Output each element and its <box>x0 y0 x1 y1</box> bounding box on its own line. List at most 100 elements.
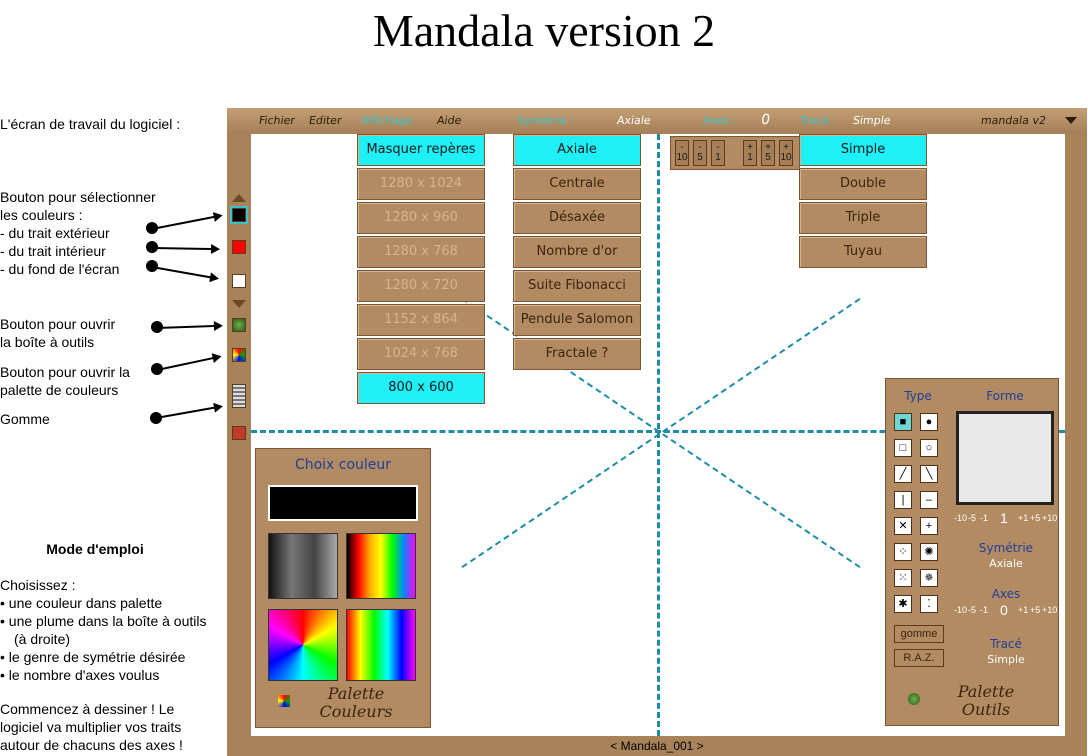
outer-stroke-color-button[interactable] <box>230 206 248 224</box>
symetrie-item[interactable]: Suite Fibonacci <box>513 270 641 302</box>
palette-couleurs-line1[interactable]: Palette <box>327 684 385 703</box>
clear-icon[interactable] <box>232 426 246 440</box>
brush-spray-star-icon[interactable]: ✺ <box>920 543 938 561</box>
page-title: Mandala version 2 <box>372 5 716 56</box>
menu-aide[interactable]: Aide <box>436 114 463 127</box>
brush-backslash-icon[interactable]: ╲ <box>920 465 938 483</box>
menu-symetrie[interactable]: Symétrie : <box>516 114 575 127</box>
affichage-item[interactable]: Masquer repères <box>357 134 485 166</box>
brush-plus-icon[interactable]: + <box>920 517 938 535</box>
brush-cross-icon[interactable]: ✕ <box>894 517 912 535</box>
symetrie-item[interactable]: Désaxée <box>513 202 641 234</box>
axes-step-minus-1[interactable]: -1 <box>980 605 989 615</box>
extended-swatches[interactable] <box>268 609 338 681</box>
howto-item: une plume dans la boîte à outils (à droi… <box>0 612 220 648</box>
symetrie-item[interactable]: Axiale <box>513 134 641 166</box>
howto-item: le genre de symétrie désirée <box>0 648 220 666</box>
brush-grid-icon[interactable]: ⁚ <box>920 595 938 613</box>
brush-star-icon[interactable]: ✱ <box>894 595 912 613</box>
symetrie-item[interactable]: Pendule Salomon <box>513 304 641 336</box>
axes-step-plus-5[interactable]: +5 <box>1030 605 1041 615</box>
brush-square-fill-icon[interactable]: ■ <box>894 413 912 431</box>
trace-item[interactable]: Triple <box>799 202 927 234</box>
affichage-item[interactable]: 1280 x 1024 <box>357 168 485 200</box>
affichage-item[interactable]: 1280 x 768 <box>357 236 485 268</box>
palette-couleurs-line2[interactable]: Couleurs <box>319 702 393 721</box>
brush-square-icon[interactable]: □ <box>894 439 912 457</box>
chevron-down-icon[interactable] <box>232 300 246 308</box>
spectrum-picker[interactable] <box>346 609 416 681</box>
palette-outils-line2[interactable]: Outils <box>961 700 1011 719</box>
type-title: Type <box>904 389 932 403</box>
affichage-item[interactable]: 1152 x 864 <box>357 304 485 336</box>
annotation-colors-bg: - du fond de l'écran <box>0 261 120 277</box>
background-color-button[interactable] <box>232 274 246 288</box>
affichage-item[interactable]: 1280 x 720 <box>357 270 485 302</box>
inner-stroke-color-button[interactable] <box>232 240 246 254</box>
howto-intro: Choisissez : <box>0 577 76 593</box>
axes-step-plus-10[interactable]: +10 <box>1042 605 1058 615</box>
size-minus-1[interactable]: -1 <box>980 513 989 523</box>
raz-button[interactable]: R.A.Z. <box>894 649 944 667</box>
status-text[interactable]: < Mandala_001 > <box>610 739 704 753</box>
chevron-up-icon[interactable] <box>232 194 246 202</box>
axes-step-minus-10[interactable]: -10 <box>954 605 968 615</box>
palette-icon[interactable] <box>232 348 246 362</box>
size-plus-1[interactable]: +1 <box>1018 513 1029 523</box>
menu-affichage[interactable]: Affichage <box>360 114 414 127</box>
tool-symetrie-label[interactable]: Symétrie <box>978 541 1034 555</box>
symetrie-item[interactable]: Nombre d'or <box>513 236 641 268</box>
axes-minus-1[interactable]: -1 <box>711 140 725 166</box>
axes-current: 0 <box>759 112 772 128</box>
axes-plus-10[interactable]: +10 <box>779 140 793 166</box>
size-minus-5[interactable]: -5 <box>968 513 977 523</box>
axes-plus-5[interactable]: +5 <box>761 140 775 166</box>
trace-item[interactable]: Simple <box>799 134 927 166</box>
gomme-button[interactable]: gomme <box>894 625 944 643</box>
brush-vertical-icon[interactable]: | <box>894 491 912 509</box>
brush-circle-icon[interactable]: ○ <box>920 439 938 457</box>
axes-step-minus-5[interactable]: -5 <box>968 605 977 615</box>
chevron-down-icon[interactable] <box>1065 117 1077 124</box>
brush-slash-icon[interactable]: ╱ <box>894 465 912 483</box>
affichage-item[interactable]: 800 x 600 <box>357 372 485 404</box>
affichage-item[interactable]: 1280 x 960 <box>357 202 485 234</box>
brush-circle-fill-icon[interactable]: ● <box>920 413 938 431</box>
menu-fichier[interactable]: Fichier <box>258 114 296 127</box>
forme-title: Forme <box>986 389 1024 403</box>
howto-list: une couleur dans palette une plume dans … <box>0 594 220 684</box>
trace-item[interactable]: Tuyau <box>799 236 927 268</box>
app-window: Fichier Editer Affichage Aide Symétrie :… <box>227 108 1087 756</box>
gray-swatches[interactable] <box>268 533 338 599</box>
annotation-palette-2: palette de couleurs <box>0 382 119 398</box>
howto-item: le nombre d'axes voulus <box>0 666 220 684</box>
axes-minus-5[interactable]: -5 <box>693 140 707 166</box>
annotation-palette-1: Bouton pour ouvrir la <box>0 364 130 380</box>
trace-item[interactable]: Double <box>799 168 927 200</box>
basic-swatches[interactable] <box>346 533 416 599</box>
eraser-icon[interactable] <box>232 384 246 408</box>
howto: Mode d'emploi Choisissez : une couleur d… <box>0 540 220 754</box>
symetrie-item[interactable]: Centrale <box>513 168 641 200</box>
toolbox-icon[interactable] <box>232 318 246 332</box>
axes-plus-1[interactable]: +1 <box>743 140 757 166</box>
palette-outils-line1[interactable]: Palette <box>957 682 1015 701</box>
tool-trace-label[interactable]: Tracé <box>990 637 1022 651</box>
brush-horizontal-icon[interactable]: – <box>920 491 938 509</box>
axes-popup: -10 -5 -1 +1 +5 +10 <box>670 136 800 170</box>
brush-spray-icon[interactable]: ⁘ <box>894 543 912 561</box>
menu-trace[interactable]: Tracé : <box>799 114 838 127</box>
menu-axes[interactable]: Axes : <box>702 114 738 127</box>
axes-step-plus-1[interactable]: +1 <box>1018 605 1029 615</box>
pointer-arrow <box>151 247 219 251</box>
right-border <box>1065 134 1087 736</box>
affichage-item[interactable]: 1024 x 768 <box>357 338 485 370</box>
size-plus-5[interactable]: +5 <box>1030 513 1041 523</box>
brush-dots-icon[interactable]: ⁙ <box>894 569 912 587</box>
axes-minus-10[interactable]: -10 <box>675 140 689 166</box>
symetrie-item[interactable]: Fractale ? <box>513 338 641 370</box>
size-plus-10[interactable]: +10 <box>1042 513 1058 523</box>
size-minus-10[interactable]: -10 <box>954 513 968 523</box>
menu-editer[interactable]: Editer <box>308 114 343 127</box>
brush-dots-star-icon[interactable]: ✵ <box>920 569 938 587</box>
